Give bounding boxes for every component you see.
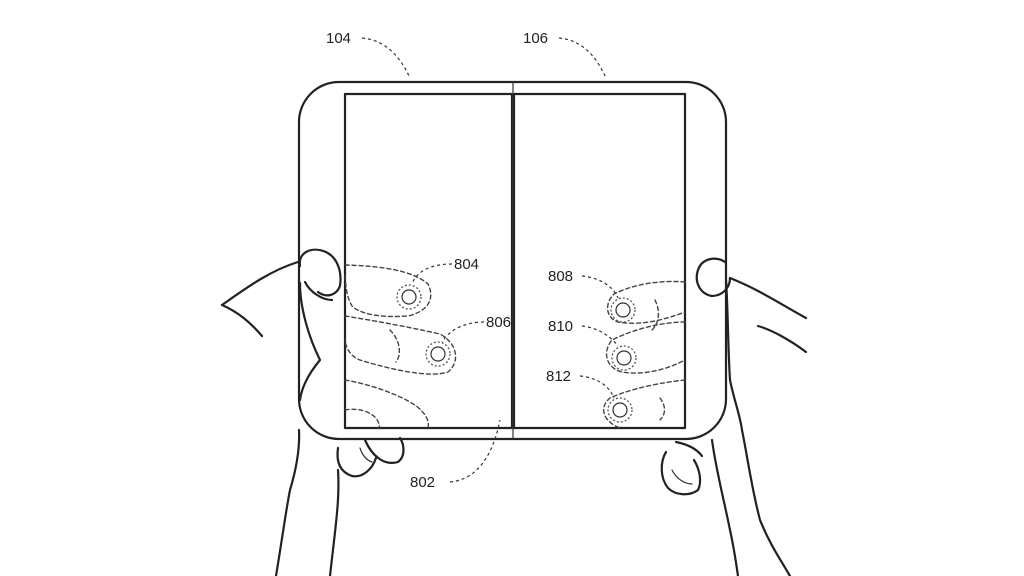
touch-point-804 [396, 284, 422, 310]
label-804: 804 [454, 256, 479, 273]
label-104: 104 [326, 30, 351, 47]
label-810: 810 [548, 318, 573, 335]
leader-812 [579, 375, 615, 399]
leader-810 [581, 325, 619, 347]
label-808: 808 [548, 268, 573, 285]
label-806: 806 [486, 314, 511, 331]
left-thumb [298, 248, 342, 297]
leader-lines [361, 37, 619, 483]
left-hand [220, 248, 405, 576]
right-display-106 [512, 92, 687, 430]
touch-point-806 [425, 341, 451, 367]
leader-808 [581, 275, 619, 299]
left-display-104 [343, 92, 514, 430]
right-hand [660, 257, 808, 576]
right-thumb [695, 257, 732, 298]
label-802: 802 [410, 474, 435, 491]
hidden-fingers-right [602, 280, 686, 429]
leader-802 [449, 419, 501, 483]
label-106: 106 [523, 30, 548, 47]
hidden-fingers-left [344, 264, 457, 429]
leader-804 [411, 263, 453, 285]
dual-screen-device [297, 80, 728, 441]
leader-806 [441, 321, 485, 343]
leader-106 [558, 37, 607, 79]
touch-point-812 [607, 397, 633, 423]
touch-point-808 [610, 297, 636, 323]
reference-numerals: 104 106 802 804 806 808 810 812 [326, 30, 573, 491]
label-812: 812 [546, 368, 571, 385]
touch-point-810 [611, 345, 637, 371]
leader-104 [361, 37, 411, 79]
